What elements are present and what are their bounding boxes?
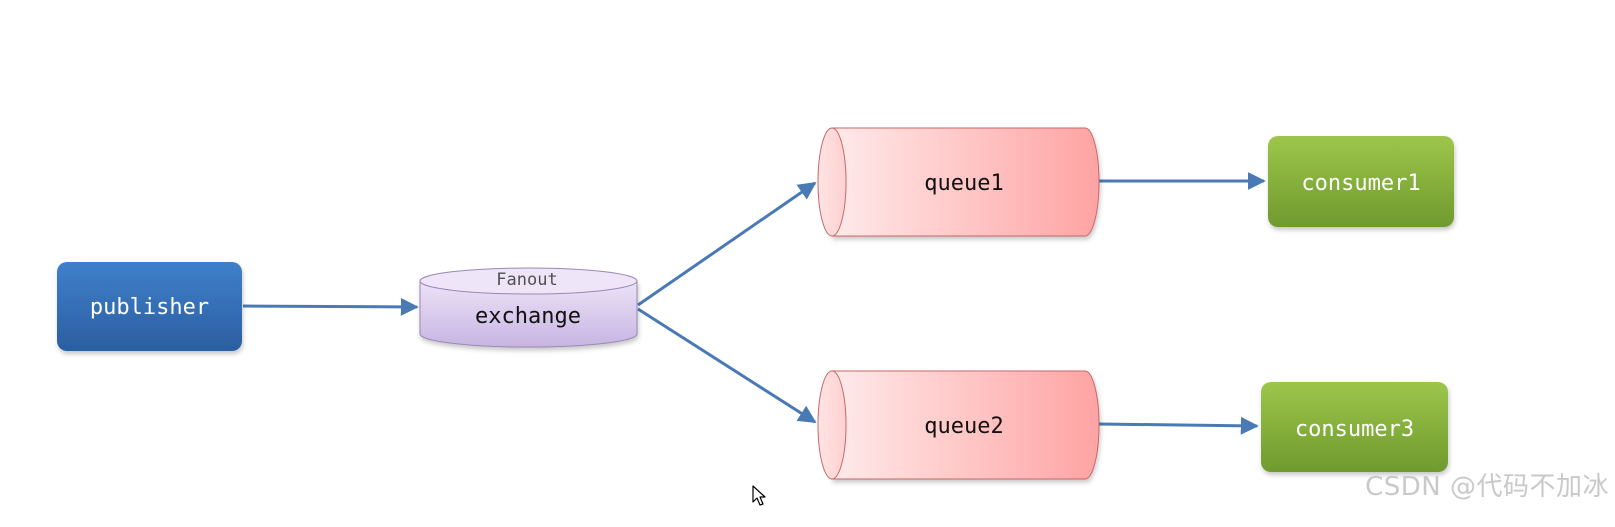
exchange-label: exchange [475, 304, 581, 329]
edge-exchange-queue2 [637, 307, 817, 424]
publisher-node: publisher [57, 262, 242, 351]
edge-exchange-queue1 [637, 181, 817, 307]
publisher-label: publisher [90, 295, 209, 320]
watermark-text: CSDN @代码不加冰 [1365, 472, 1609, 502]
queue2-node: queue2 [817, 370, 1100, 480]
mouse-pointer-icon [752, 485, 766, 506]
edges [242, 172, 1266, 435]
queue1-label: queue1 [924, 171, 1003, 196]
consumer1-label: consumer1 [1301, 171, 1420, 196]
exchange-type-label: Fanout [496, 270, 557, 290]
consumer3-label: consumer3 [1295, 417, 1414, 442]
queue2-label: queue2 [924, 414, 1003, 439]
consumer3-node: consumer3 [1261, 382, 1448, 472]
edge-queue2-consumer3 [1098, 416, 1259, 435]
exchange-node: Fanout exchange [419, 267, 638, 348]
edge-publisher-exchange [242, 297, 419, 316]
consumer1-node: consumer1 [1268, 136, 1454, 227]
queue1-node: queue1 [817, 127, 1100, 237]
